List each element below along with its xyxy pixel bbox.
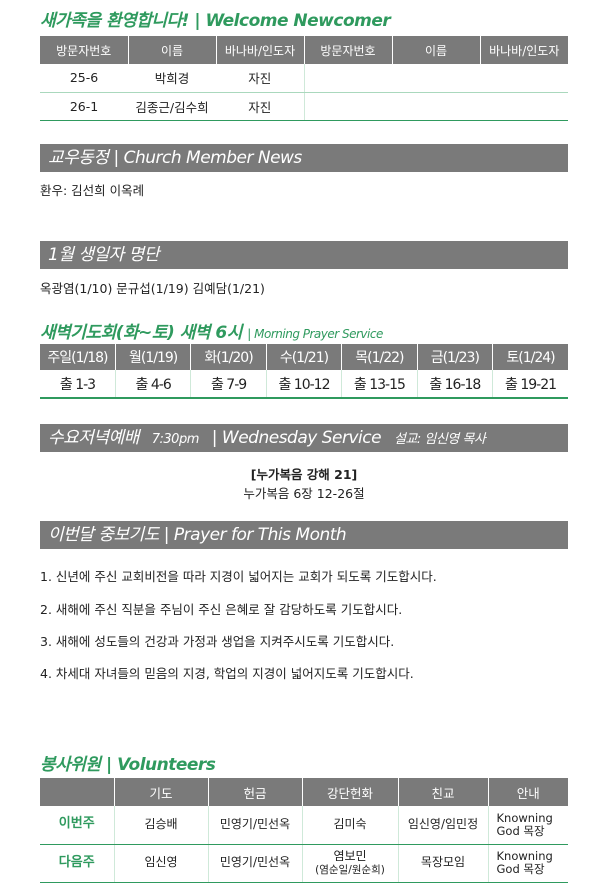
col-guide: 안내 <box>487 778 568 806</box>
table-row: 25-6 박희경 자진 <box>40 64 568 93</box>
day-sun: 주일(1/18) <box>40 344 116 370</box>
col-fellowship: 친교 <box>397 778 488 806</box>
birthday-bar: 1월 생일자 명단 <box>40 241 568 269</box>
day-tue: 화(1/20) <box>190 344 267 370</box>
dawn-prayer-title-ko: 새벽기도회(화~토) 새벽 6시 <box>40 323 242 343</box>
birthday-text: 옥광염(1/10) 문규섭(1/19) 김예담(1/21) <box>40 281 265 296</box>
week-label: 다음주 <box>40 844 114 883</box>
sermon-title: [누가복음 강해 21] <box>250 467 358 482</box>
col-prayer: 기도 <box>113 778 208 806</box>
visitor-barnabas: 자진 <box>216 64 304 93</box>
reading: 출 4-6 <box>114 370 191 399</box>
table-row-this-week: 이번주 김승배 민영기/민선옥 김미숙 임신영/임민정 Knowning God… <box>40 806 568 845</box>
wednesday-title-ko: 수요저녁예배 <box>48 428 139 448</box>
day-wed: 수(1/21) <box>265 344 342 370</box>
visitor-number: 25-6 <box>40 64 128 93</box>
dawn-prayer-table: 주일(1/18) 월(1/19) 화(1/20) 수(1/21) 목(1/22)… <box>40 344 568 399</box>
flowers-volunteer: 염보민 (염순일/원순희) <box>301 844 398 883</box>
fellowship-volunteer: 목장모임 <box>397 844 488 883</box>
reading: 출 19-21 <box>492 370 568 399</box>
wednesday-sermon: [누가복음 강해 21] 누가복음 6장 12-26절 <box>40 464 568 502</box>
offering-volunteer: 민영기/민선옥 <box>207 844 302 883</box>
col-barnabas-2: 바나바/인도자 <box>479 36 568 64</box>
reading: 출 10-12 <box>265 370 342 399</box>
day-sat: 토(1/24) <box>492 344 568 370</box>
dawn-prayer-days-row: 주일(1/18) 월(1/19) 화(1/20) 수(1/21) 목(1/22)… <box>40 344 568 370</box>
reading: 출 13-15 <box>341 370 418 399</box>
visitor-barnabas <box>480 92 568 121</box>
fellowship-volunteer: 임신영/임민정 <box>397 806 488 845</box>
guide-volunteer: Knowning God 목장 <box>487 844 568 883</box>
flowers-volunteer: 김미숙 <box>301 806 398 845</box>
col-flowers: 강단헌화 <box>301 778 398 806</box>
visitor-name <box>392 92 480 121</box>
prayer-month-bar: 이번달 중보기도 | Prayer for This Month <box>40 521 568 549</box>
reading: 출 7-9 <box>190 370 267 399</box>
member-news-text: 환우: 김선희 이옥례 <box>40 183 145 198</box>
flowers-main: 염보민 <box>333 849 367 864</box>
day-thu: 목(1/22) <box>341 344 418 370</box>
prayer-item: 1. 신년에 주신 교회비전을 따라 지경이 넓어지는 교회가 되도록 기도합시… <box>40 569 437 584</box>
wednesday-preacher: 설교: 임신영 목사 <box>393 432 486 447</box>
prayer-item: 3. 새해에 성도들의 건강과 가정과 생업을 지켜주시도록 기도합시다. <box>40 634 395 649</box>
day-fri: 금(1/23) <box>416 344 493 370</box>
member-news-bar: 교우동정 | Church Member News <box>40 144 568 172</box>
visitor-name <box>392 64 480 93</box>
wednesday-time: 7:30pm <box>151 432 200 447</box>
visitor-barnabas: 자진 <box>216 92 304 121</box>
wednesday-bar: 수요저녁예배 7:30pm | Wednesday Service 설교: 임신… <box>40 424 568 452</box>
volunteers-title: 봉사위원 | Volunteers <box>40 755 216 775</box>
dawn-prayer-title-en: | Morning Prayer Service <box>247 327 383 341</box>
reading: 출 1-3 <box>40 370 116 399</box>
prayer-volunteer: 임신영 <box>113 844 208 883</box>
visitor-number: 26-1 <box>40 92 128 121</box>
prayer-item: 4. 차세대 자녀들의 믿음의 지경, 학업의 지경이 넓어지도록 기도합시다. <box>40 666 414 681</box>
dawn-prayer-title: 새벽기도회(화~토) 새벽 6시 | Morning Prayer Servic… <box>40 318 383 343</box>
flowers-sub: (염순일/원순희) <box>315 863 385 876</box>
visitor-table: 방문자번호 이름 바나바/인도자 방문자번호 이름 바나바/인도자 25-6 박… <box>40 36 568 121</box>
visitor-barnabas <box>480 64 568 93</box>
dawn-prayer-readings-row: 출 1-3 출 4-6 출 7-9 출 10-12 출 13-15 출 16-1… <box>40 370 568 399</box>
col-barnabas: 바나바/인도자 <box>215 36 304 64</box>
table-row: 26-1 김종근/김수희 자진 <box>40 92 568 121</box>
reading: 출 16-18 <box>416 370 493 399</box>
week-label: 이번주 <box>40 806 114 845</box>
wednesday-title-en: | Wednesday Service <box>211 428 382 448</box>
visitor-name: 김종근/김수희 <box>128 92 216 121</box>
visitor-name: 박희경 <box>128 64 216 93</box>
col-visitor-number: 방문자번호 <box>40 36 128 64</box>
volunteers-table: 기도 헌금 강단헌화 친교 안내 이번주 김승배 민영기/민선옥 김미숙 임신영… <box>40 778 568 883</box>
col-name-2: 이름 <box>391 36 480 64</box>
col-visitor-number-2: 방문자번호 <box>303 36 392 64</box>
visitor-number <box>303 64 392 93</box>
day-mon: 월(1/19) <box>114 344 191 370</box>
table-row-next-week: 다음주 임신영 민영기/민선옥 염보민 (염순일/원순희) 목장모임 Known… <box>40 844 568 883</box>
col-week <box>40 778 114 806</box>
visitor-number <box>303 92 392 121</box>
col-offering: 헌금 <box>207 778 302 806</box>
prayer-item: 2. 새해에 주신 직분을 주님이 주신 은혜로 잘 감당하도록 기도합시다. <box>40 602 403 617</box>
col-name: 이름 <box>127 36 216 64</box>
welcome-title: 새가족을 환영합니다! | Welcome Newcomer <box>40 11 391 31</box>
offering-volunteer: 민영기/민선옥 <box>207 806 302 845</box>
guide-volunteer: Knowning God 목장 <box>487 806 568 845</box>
prayer-volunteer: 김승배 <box>113 806 208 845</box>
volunteers-header-row: 기도 헌금 강단헌화 친교 안내 <box>40 778 568 806</box>
visitor-header-row: 방문자번호 이름 바나바/인도자 방문자번호 이름 바나바/인도자 <box>40 36 568 64</box>
sermon-passage: 누가복음 6장 12-26절 <box>243 486 365 501</box>
